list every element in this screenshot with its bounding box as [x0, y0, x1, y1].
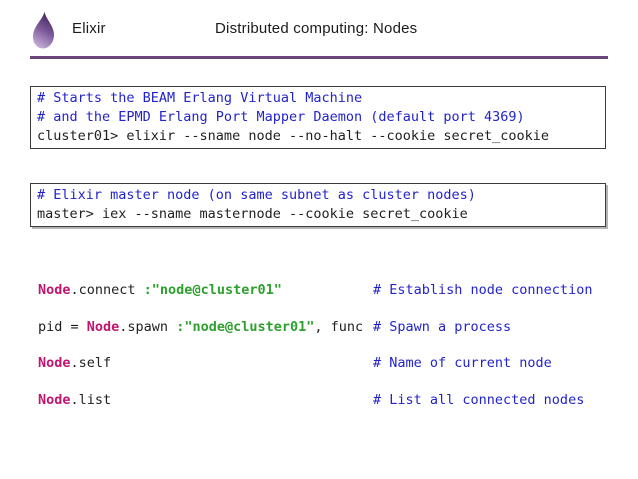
- code-token: , func: [314, 318, 372, 335]
- code-token: :"node@cluster01": [143, 282, 282, 298]
- code-token: pid =: [38, 318, 87, 335]
- snippet-row: Node.self# Name of current node: [38, 354, 610, 373]
- code-token: .list: [70, 391, 112, 408]
- code-token: Node: [38, 355, 71, 371]
- snippet-code: Node.list: [38, 391, 373, 410]
- brand-label: Elixir: [72, 20, 106, 37]
- code-token: Node: [86, 318, 120, 335]
- code-line: # and the EPMD Erlang Port Mapper Daemon…: [37, 109, 525, 125]
- code-line: # Elixir master node (on same subnet as …: [37, 187, 476, 203]
- page-title: Distributed computing: Nodes: [215, 20, 418, 37]
- elixir-drop-icon: [30, 11, 57, 50]
- code-line: cluster01> elixir --sname node --no-halt…: [37, 128, 550, 144]
- snippet-comment: # Establish node connection: [373, 282, 593, 298]
- snippet-row: pid = Node.spawn :"node@cluster01", func…: [38, 318, 610, 337]
- snippet-code: Node.connect :"node@cluster01": [38, 281, 373, 300]
- code-line: master> iex --sname masternode --cookie …: [37, 206, 468, 222]
- code-line: # Starts the BEAM Erlang Virtual Machine: [37, 90, 363, 106]
- snippet-comment: # Name of current node: [373, 355, 552, 371]
- code-token: Node: [38, 391, 71, 408]
- code-token: .connect: [70, 282, 144, 298]
- snippet-list: Node.connect :"node@cluster01"# Establis…: [38, 281, 610, 410]
- snippet-row: Node.connect :"node@cluster01"# Establis…: [38, 281, 610, 300]
- code-token: .self: [70, 355, 112, 371]
- snippet-code: Node.self: [38, 354, 373, 373]
- snippet-comment: # Spawn a process: [373, 318, 512, 335]
- code-box-cluster: # Starts the BEAM Erlang Virtual Machine…: [30, 86, 606, 149]
- code-token: Node: [38, 282, 71, 298]
- snippet-code: pid = Node.spawn :"node@cluster01", func: [38, 318, 373, 337]
- snippet-row: Node.list# List all connected nodes: [38, 391, 610, 410]
- code-token: .spawn: [119, 318, 177, 335]
- code-token: :"node@cluster01": [176, 318, 315, 335]
- code-box-master: # Elixir master node (on same subnet as …: [30, 183, 606, 227]
- header: Elixir Distributed computing: Nodes: [30, 0, 608, 59]
- snippet-comment: # List all connected nodes: [373, 391, 585, 408]
